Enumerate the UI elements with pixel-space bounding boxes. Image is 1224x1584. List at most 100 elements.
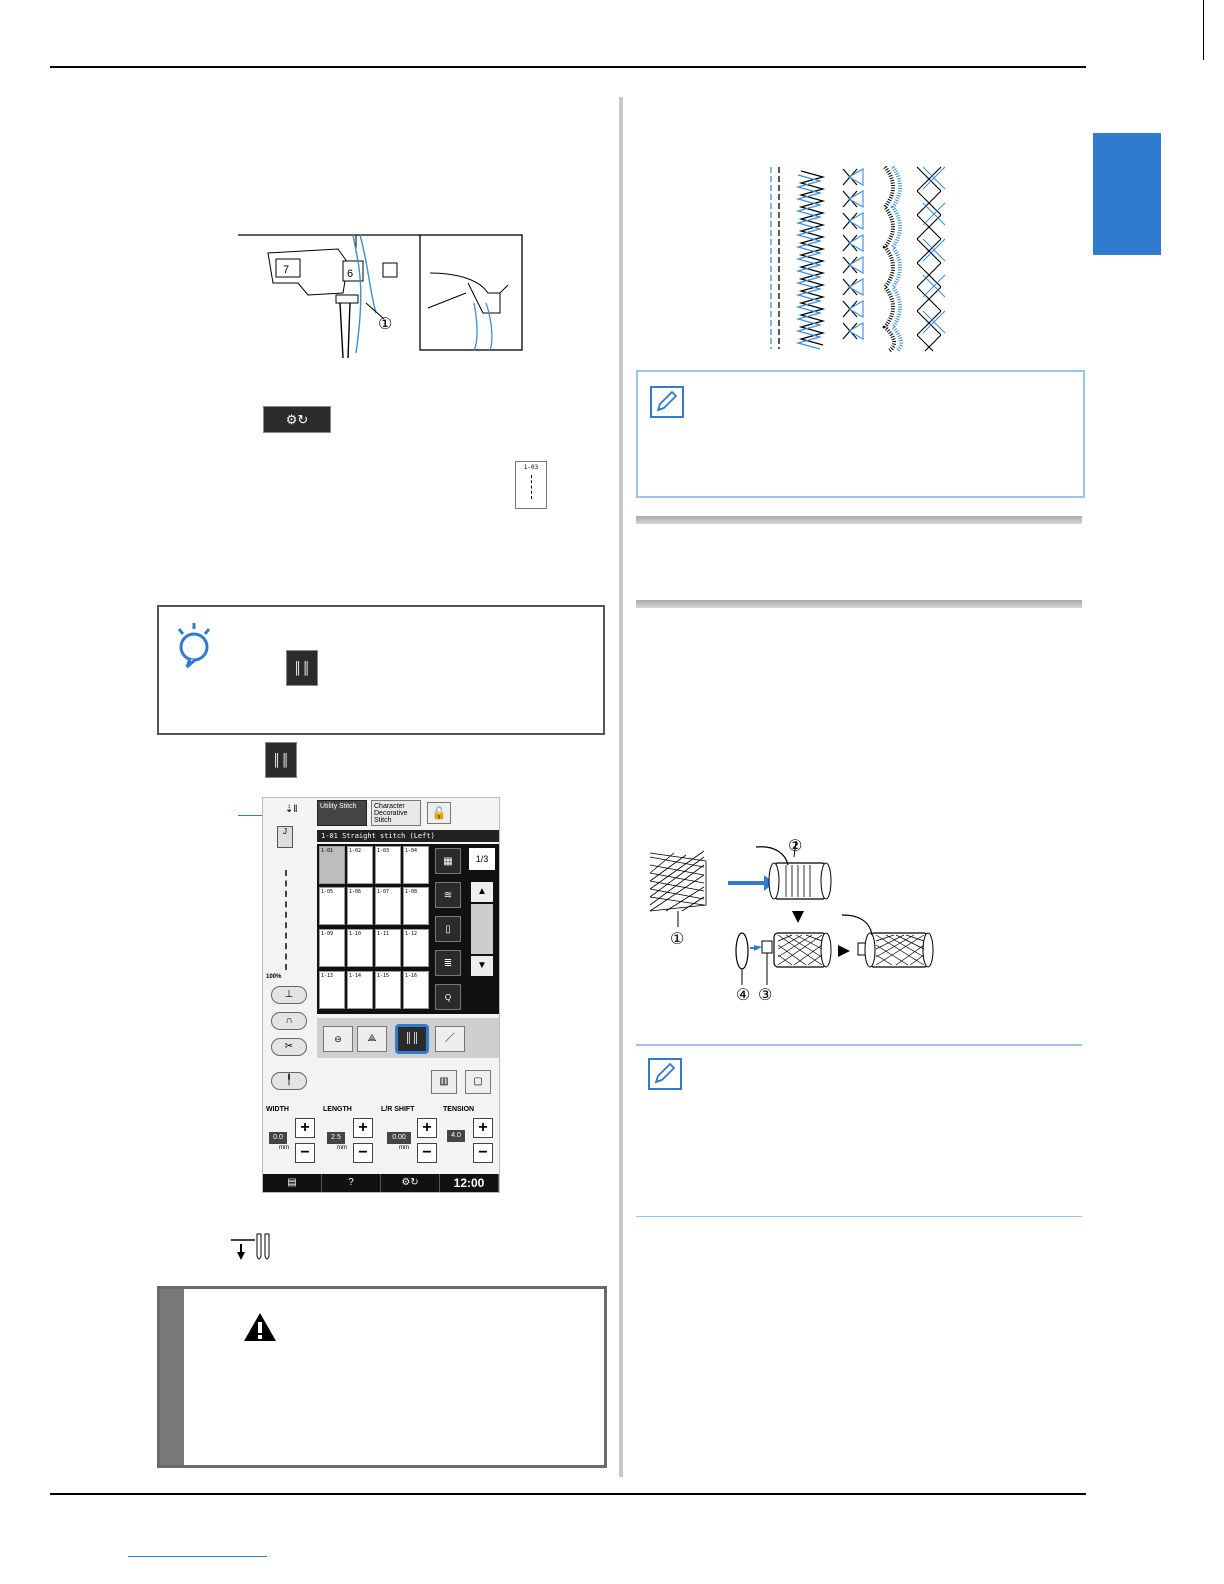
tension-label: TENSION [443,1106,475,1113]
memo-box [636,370,1085,498]
twin-needle-key-icon: ║║ [286,650,318,686]
mirror-button[interactable]: ⟁ [357,1026,387,1052]
shift-plus-button[interactable]: + [417,1118,437,1138]
twin-needle-key-icon-step: ║║ [265,742,297,778]
tab-character-decorative[interactable]: Character Decorative Stitch [371,800,421,826]
manual-icon[interactable]: ▤ [263,1174,322,1192]
callout-1-net: ① [670,931,685,948]
buttonhole-button[interactable]: ▯ [435,916,461,942]
section-heading-bar-top [636,516,1082,524]
twin-needle-illustration: 7 6 [238,234,523,359]
tension-value: 4.0 [447,1130,465,1142]
stitch-type-button[interactable]: ▦ [435,848,461,874]
width-unit: mm [279,1145,289,1151]
sewing-type-button[interactable]: ≣ [435,950,461,976]
column-divider [619,97,623,1477]
note-box: ║║ [157,605,605,735]
tab-utility-stitch[interactable]: Utility Stitch [317,800,367,826]
width-minus-button[interactable]: − [295,1143,315,1163]
warning-triangle-icon [244,1313,276,1341]
twin-needle-stitch-samples [770,165,946,353]
memory-button[interactable]: ▥ [431,1070,457,1094]
stitch-key[interactable]: 1-04 [403,846,429,884]
threading-status-icon[interactable]: ⚙↻ [381,1174,440,1192]
stitch-key[interactable]: 1-14 [347,971,373,1009]
memo-pencil-icon [650,386,684,418]
thread-cutter-button[interactable]: ✂ [271,1038,307,1056]
footer-link-underline [128,1556,267,1557]
zoom-percent: 100% [266,974,282,980]
section-heading-bar-bottom [636,600,1082,608]
width-plus-button[interactable]: + [295,1118,315,1138]
tension-minus-button[interactable]: − [473,1143,493,1163]
scroll-down-button[interactable]: ▼ [471,956,493,976]
callout-1-needle: ① [378,316,393,333]
header-rule [50,66,1086,68]
twin-needle-button[interactable]: ║║ [395,1024,429,1054]
clock: 12:00 [440,1174,499,1192]
pocket-button[interactable]: ▢ [465,1070,491,1094]
callout-4-cap: ④ [736,987,751,1004]
length-plus-button[interactable]: + [353,1118,373,1138]
scrollbar[interactable] [471,904,493,954]
stitch-key[interactable]: 1-09 [319,929,345,967]
twin-needle-indicator-icon [231,1233,270,1260]
callout-3-pin: ③ [758,987,773,1004]
callout-2-spool: ② [788,838,803,855]
needle-thread-button[interactable]: ⊖ [323,1026,353,1052]
stitch-key[interactable]: 1-16 [403,971,429,1009]
caution-box [157,1286,607,1468]
stitch-key[interactable]: 1-10 [347,929,373,967]
presser-foot-lift-button[interactable]: ⊥ [271,986,307,1004]
note-lightbulb-icon [177,623,211,669]
stitch-category-button[interactable]: ≋ [435,882,461,908]
thread-spool-illustration [649,840,934,985]
lock-button[interactable]: 🔓 [427,802,451,824]
presser-foot-j-icon: J [277,826,293,848]
crop-mark-line [1203,0,1204,60]
selected-stitch-title: 1-01 Straight stitch (Left) [317,830,499,842]
width-label: WIDTH [266,1106,289,1113]
memo-rule-bottom [636,1216,1082,1217]
shift-value: 0.00 [387,1132,411,1144]
memo-rule-top [636,1044,1082,1046]
stitch-key[interactable]: 1-08 [403,887,429,925]
stitch-key[interactable]: 1-05 [319,887,345,925]
reverse-stitch-button[interactable]: ∩ [271,1012,307,1030]
footer-rule [50,1493,1086,1495]
stitch-key[interactable]: 1-15 [375,971,401,1009]
stitch-key[interactable]: 1-02 [347,846,373,884]
stitch-key[interactable]: 1-01 [319,846,345,884]
stitch-preview [285,870,287,970]
edit-button[interactable]: ／ [435,1026,465,1052]
length-minus-button[interactable]: − [353,1143,373,1163]
stitch-key-label: 1-03 [523,464,539,471]
needle-position-button[interactable]: ╿ [271,1072,307,1090]
stitch-key-1-03: 1-03 [515,461,547,509]
status-bar: ▤ ? ⚙↻ 12:00 [263,1174,499,1192]
length-value: 2.5 [327,1132,345,1144]
stitch-key[interactable]: 1-03 [375,846,401,884]
svg-text:6: 6 [347,268,353,280]
width-value: 0.0 [269,1132,287,1144]
threading-key-icon: ⚙↻ [263,406,331,433]
length-label: LENGTH [323,1106,352,1113]
stitch-key[interactable]: 1-06 [347,887,373,925]
shift-unit: mm [399,1145,409,1151]
quilting-button[interactable]: Q [435,984,461,1010]
svg-text:7: 7 [283,264,289,276]
page-indicator: 1/3 [469,848,495,870]
shift-minus-button[interactable]: − [417,1143,437,1163]
tension-plus-button[interactable]: + [473,1118,493,1138]
scroll-up-button[interactable]: ▲ [471,882,493,902]
stitch-key[interactable]: 1-07 [375,887,401,925]
stitch-key[interactable]: 1-11 [375,929,401,967]
lcd-screen: ⇣ǁ J 100% Utility Stitch Character Decor… [262,797,500,1193]
chapter-tab [1093,133,1161,255]
help-button[interactable]: ? [322,1174,381,1192]
length-unit: mm [337,1145,347,1151]
stitch-key[interactable]: 1-13 [319,971,345,1009]
stitch-key[interactable]: 1-12 [403,929,429,967]
twin-needle-indicator-icon: ⇣ǁ [285,804,298,815]
memo-pencil-icon [648,1058,682,1090]
